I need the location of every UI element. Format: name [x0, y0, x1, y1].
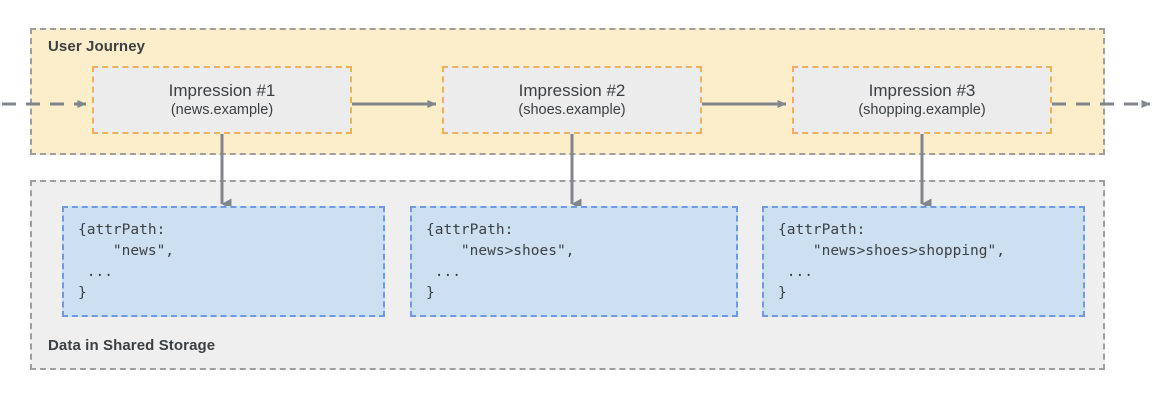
impression-title-1: Impression #1: [168, 81, 276, 100]
impression-box-1[interactable]: Impression #1 (news.example): [92, 66, 352, 134]
impression-site-1: (news.example): [170, 102, 274, 118]
shared-storage-label: Data in Shared Storage: [48, 337, 216, 354]
user-journey-label: User Journey: [48, 38, 146, 55]
impression-box-3[interactable]: Impression #3 (shopping.example): [792, 66, 1052, 134]
data-box-2: {attrPath: "news>shoes", ... }: [410, 206, 738, 317]
data-box-3: {attrPath: "news>shoes>shopping", ... }: [762, 206, 1085, 317]
data-code-3: {attrPath: "news>shoes>shopping", ... }: [778, 222, 1005, 301]
data-code-1: {attrPath: "news", ... }: [78, 222, 175, 301]
data-code-2: {attrPath: "news>shoes", ... }: [426, 222, 575, 301]
data-box-1: {attrPath: "news", ... }: [62, 206, 385, 317]
impression-box-2[interactable]: Impression #2 (shoes.example): [442, 66, 702, 134]
impression-title-2: Impression #2: [518, 81, 626, 100]
impression-title-3: Impression #3: [868, 81, 976, 100]
impression-site-2: (shoes.example): [518, 102, 626, 118]
impression-site-3: (shopping.example): [858, 102, 986, 118]
